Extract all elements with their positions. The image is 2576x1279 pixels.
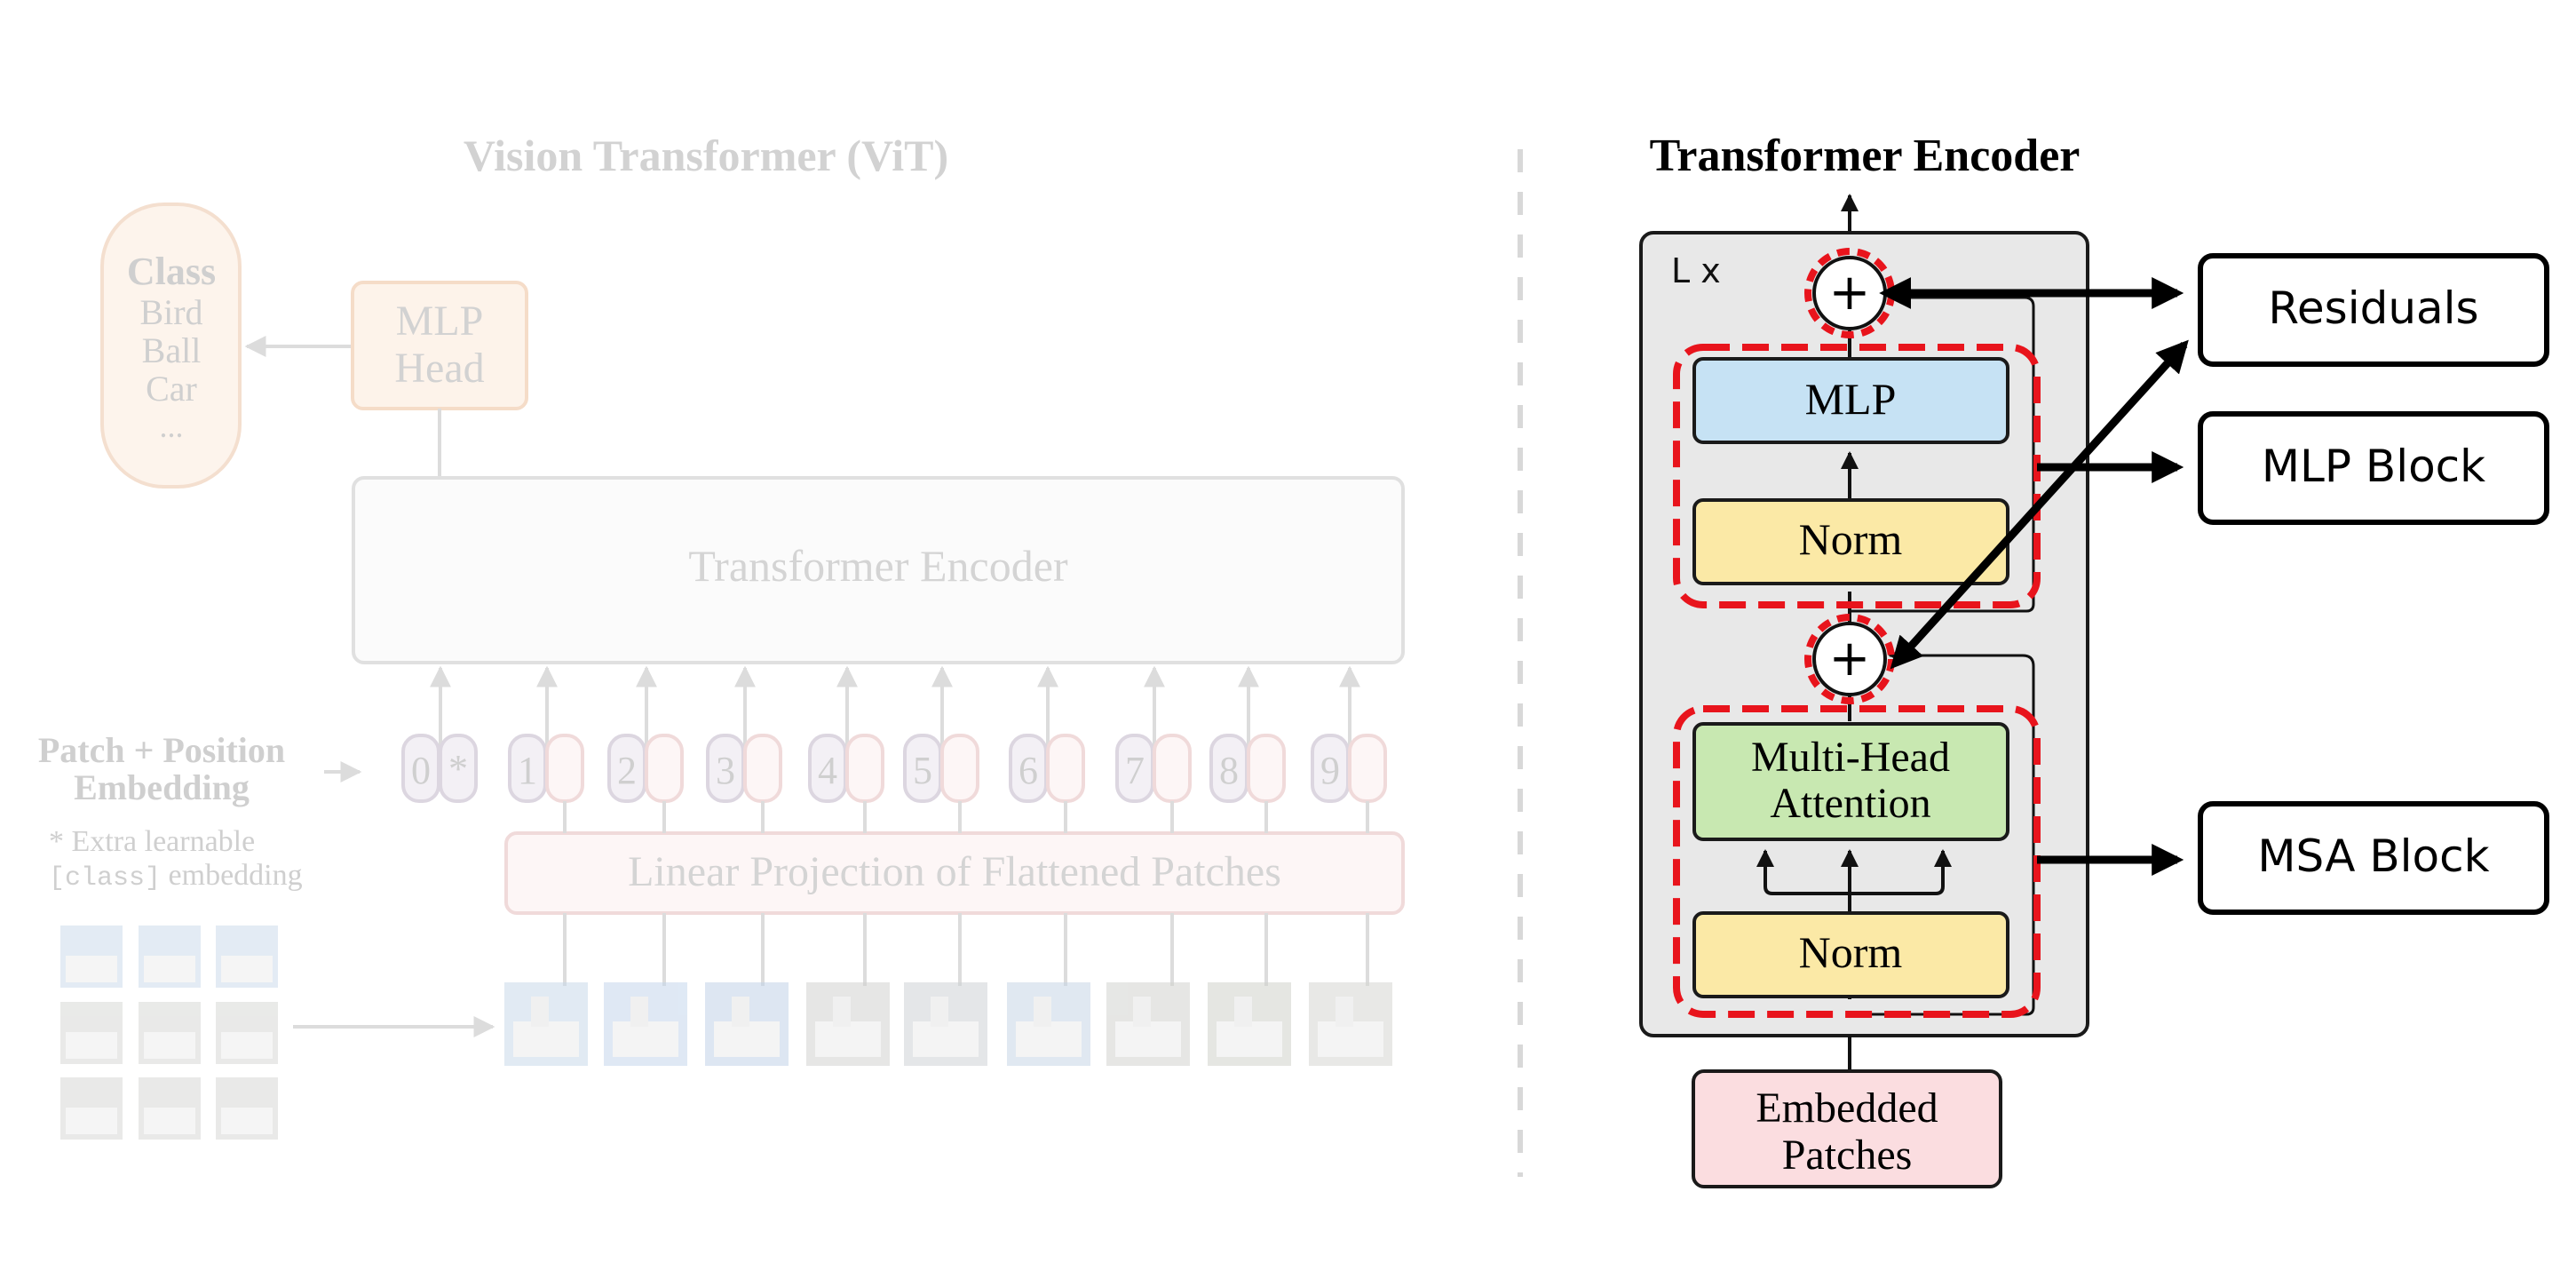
image-patch <box>806 982 890 1066</box>
class-item-ball: Ball <box>142 330 202 370</box>
image-tile <box>216 1077 278 1140</box>
image-patch <box>705 982 789 1066</box>
plus-symbol-lower: + <box>1829 630 1871 687</box>
msa-label-line2: Attention <box>1770 780 1930 827</box>
patch-position-label-line2: Embedding <box>74 767 250 807</box>
image-patch <box>1007 982 1090 1066</box>
image-tile <box>60 1077 123 1140</box>
token-index-label: 2 <box>617 749 637 792</box>
plus-symbol-upper: + <box>1829 264 1871 322</box>
residuals-arrow-lower <box>1890 339 2189 670</box>
token-index-label: 4 <box>818 749 837 792</box>
msa-block-callout-label: MSA Block <box>2257 830 2489 882</box>
image-tile <box>139 1077 201 1140</box>
token-3: 3 <box>706 665 782 986</box>
token-index-label: 5 <box>913 749 932 792</box>
linear-projection-box: Linear Projection of Flattened Patches <box>504 831 1405 915</box>
embedded-patches-line2: Patches <box>1782 1132 1913 1179</box>
extra-learnable-note: * Extra learnable <box>49 825 255 858</box>
msa-label-line1: Multi-Head <box>1751 734 1950 781</box>
token-9: 9 <box>1311 665 1387 986</box>
class-item-car: Car <box>146 369 197 409</box>
image-patch <box>1208 982 1291 1066</box>
class-code-token: [class] <box>49 863 161 894</box>
image-tile <box>216 925 278 988</box>
token-index-label: 8 <box>1219 749 1239 792</box>
token-index-label: 1 <box>518 749 537 792</box>
embedded-patches-box: Embedded Patches <box>1692 1069 2002 1188</box>
class-item-ellipsis: ... <box>160 409 184 444</box>
linear-projection-label: Linear Projection of Flattened Patches <box>628 848 1281 895</box>
token-2: 2 <box>607 665 684 986</box>
token-index-label: 0 <box>411 749 431 792</box>
flattened-patch-row <box>504 982 1392 1066</box>
residuals-callout-label: Residuals <box>2268 282 2478 334</box>
image-tile <box>60 925 123 988</box>
mlp-head-line1: MLP <box>396 298 484 345</box>
mlp-head-box: MLP Head <box>351 281 528 410</box>
token-7: 7 <box>1115 665 1192 986</box>
norm-upper-box: Norm <box>1692 498 2009 585</box>
image-patch <box>1309 982 1392 1066</box>
vit-title: Vision Transformer (ViT) <box>464 131 948 180</box>
class-heading: Class <box>127 250 216 293</box>
msa-box: Multi-Head Attention <box>1692 722 2009 841</box>
extra-learnable-note-rest: embedding <box>161 859 303 892</box>
image-tile <box>216 1002 278 1064</box>
token-8: 8 <box>1209 665 1286 986</box>
image-tile <box>139 1002 201 1064</box>
token-index-label: 3 <box>716 749 735 792</box>
vit-transformer-encoder-label: Transformer Encoder <box>688 541 1068 591</box>
residual-add-upper: + <box>1804 248 1895 338</box>
image-patch <box>604 982 687 1066</box>
mlp-box: MLP <box>1692 357 2009 444</box>
token-4: 4 <box>808 665 884 986</box>
image-patch <box>1106 982 1190 1066</box>
token-index-label: 7 <box>1125 749 1145 792</box>
vit-transformer-encoder-box: Transformer Encoder <box>352 476 1405 664</box>
image-tile <box>139 925 201 988</box>
mlp-head-line2: Head <box>394 345 484 392</box>
token-index-label: 9 <box>1320 749 1340 792</box>
token-index-label: 6 <box>1019 749 1038 792</box>
mlp-block-callout-label: MLP Block <box>2262 441 2485 492</box>
mlp-label: MLP <box>1805 374 1897 424</box>
image-patch <box>504 982 588 1066</box>
vit-overview: Vision Transformer (ViT) Class Bird Ball… <box>38 131 1405 1140</box>
token-1: 1 <box>508 665 584 986</box>
input-image-grid <box>60 925 278 1140</box>
encoder-detail: Transformer Encoder L x MLP Norm <box>1639 131 2549 1188</box>
token-5: 5 <box>903 665 979 986</box>
class-output-box: Class Bird Ball Car ... <box>100 203 242 489</box>
image-patch <box>904 982 987 1066</box>
token-0: 0* <box>401 665 478 803</box>
norm-upper-label: Norm <box>1799 514 1903 564</box>
image-tile <box>60 1002 123 1064</box>
class-token-mark: * <box>448 747 468 790</box>
norm-lower-label: Norm <box>1799 927 1903 977</box>
msa-block-callout: MSA Block <box>2198 801 2549 915</box>
norm-lower-box: Norm <box>1692 911 2009 998</box>
extra-learnable-note-line2: [class] embedding <box>49 859 303 894</box>
class-item-bird: Bird <box>139 292 202 332</box>
embedded-patches-line1: Embedded <box>1756 1084 1938 1132</box>
mlp-block-callout: MLP Block <box>2198 411 2549 525</box>
encoder-title: Transformer Encoder <box>1650 131 2081 181</box>
residuals-callout: Residuals <box>2198 253 2549 367</box>
token-6: 6 <box>1009 665 1085 986</box>
repeat-label: L x <box>1671 251 1721 290</box>
patch-position-label-line1: Patch + Position <box>38 730 285 770</box>
